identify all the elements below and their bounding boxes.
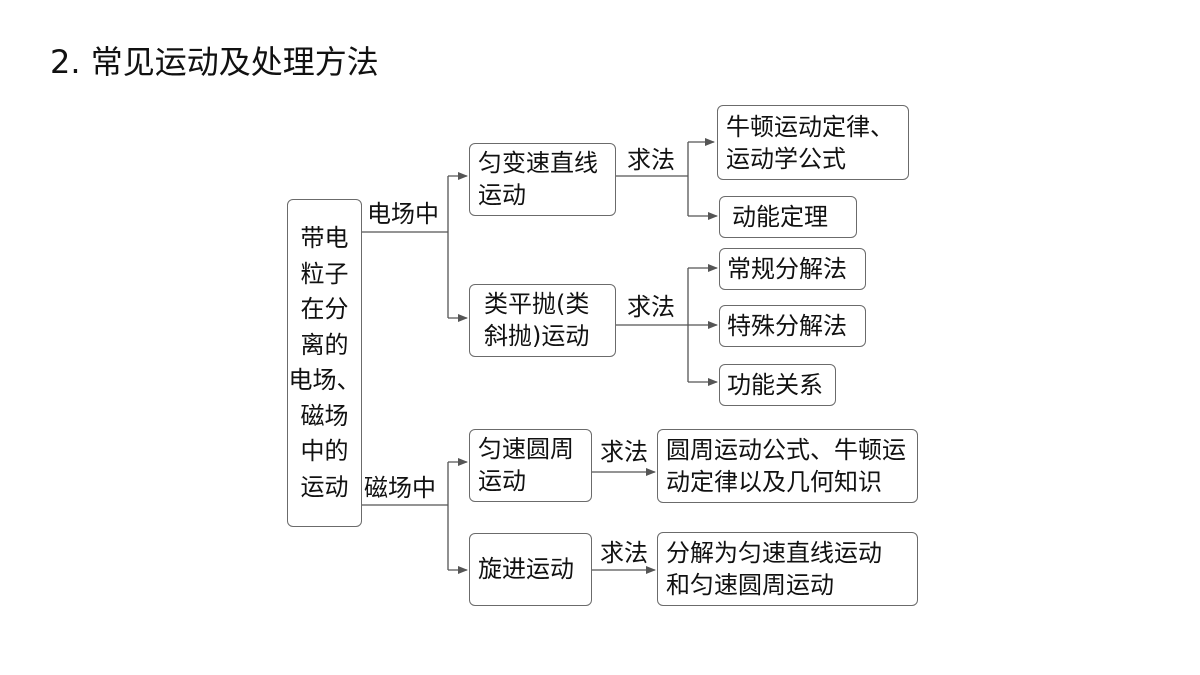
electric-field-label: 电场中	[367, 200, 439, 228]
spiral-decomposition-box: 分解为匀速直线运动 和匀速圆周运动	[657, 532, 918, 606]
conventional-decomposition-box: 常规分解法	[719, 248, 866, 290]
page-title: 2. 常见运动及处理方法	[50, 43, 379, 81]
magnetic-field-label: 磁场中	[364, 474, 436, 502]
method-label-circular: 求法	[600, 438, 648, 466]
work-energy-relation-box: 功能关系	[719, 364, 836, 406]
uniform-circular-motion-box: 匀速圆周 运动	[469, 429, 592, 502]
special-decomposition-box: 特殊分解法	[719, 305, 866, 347]
spiral-motion-box: 旋进运动	[469, 533, 592, 606]
newton-kinematics-box: 牛顿运动定律、 运动学公式	[717, 105, 909, 180]
method-label-linear: 求法	[627, 146, 675, 174]
kinetic-energy-theorem-box: 动能定理	[719, 196, 857, 238]
circular-motion-formula-box: 圆周运动公式、牛顿运 动定律以及几何知识	[657, 429, 918, 503]
root-topic-box: 带电 粒子 在分 离的 电场、 磁场 中的 运动	[287, 199, 362, 527]
projectile-motion-box: 类平抛(类 斜抛)运动	[469, 284, 616, 357]
uniform-linear-motion-box: 匀变速直线 运动	[469, 143, 616, 216]
method-label-projectile: 求法	[627, 293, 675, 321]
method-label-spiral: 求法	[600, 539, 648, 567]
